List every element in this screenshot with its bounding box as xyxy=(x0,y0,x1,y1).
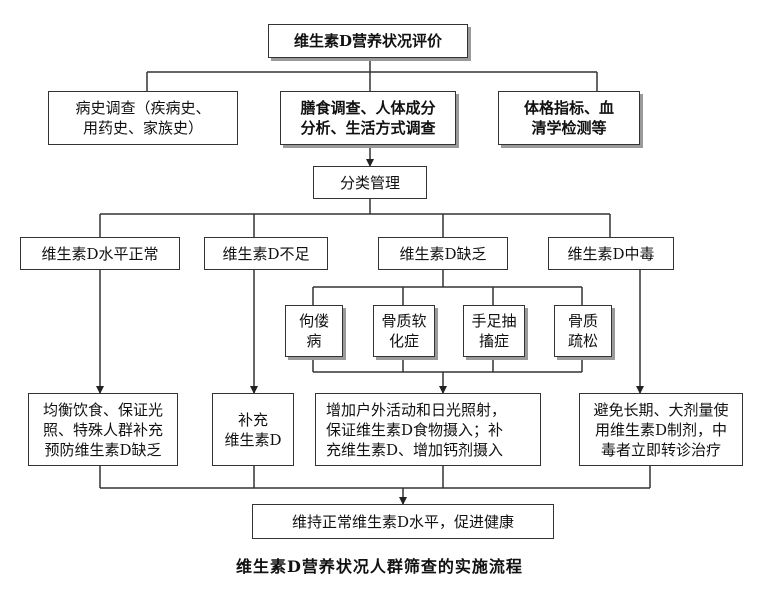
tetany-box: 手足抽 搐症 xyxy=(463,305,525,357)
action-toxicity-box: 避免长期、大剂量使 用维生素D制剂，中 毒者立即转诊治疗 xyxy=(579,393,743,466)
category-insufficient-box: 维生素D不足 xyxy=(204,237,328,270)
action-deficiency-box: 增加户外活动和日光照射， 保证维生素D食物摄入；补 充维生素D、增加钙剂摄入 xyxy=(315,393,541,466)
physical-exam-box: 体格指标、血 清学检测等 xyxy=(498,91,640,145)
final-goal-box: 维持正常维生素D水平，促进健康 xyxy=(252,504,554,539)
action-insufficient-box: 补充 维生素D xyxy=(212,393,294,466)
figure-caption: 维生素D营养状况人群筛查的实施流程 xyxy=(236,557,523,576)
action-normal-box: 均衡饮食、保证光 照、特殊人群补充 预防维生素D缺乏 xyxy=(28,393,178,466)
osteoporosis-box: 骨质 疏松 xyxy=(554,305,612,357)
rickets-box: 佝偻 病 xyxy=(285,305,343,357)
history-survey-box: 病史调查（疾病史、 用药史、家族史） xyxy=(48,91,238,145)
classification-box: 分类管理 xyxy=(313,166,427,199)
category-normal-box: 维生素D水平正常 xyxy=(20,237,180,270)
diet-survey-box: 膳食调查、人体成分 分析、生活方式调查 xyxy=(280,91,456,145)
category-deficiency-box: 维生素D缺乏 xyxy=(378,237,508,270)
title-box: 维生素D营养状况评价 xyxy=(268,24,468,58)
osteomalacia-box: 骨质软 化症 xyxy=(373,305,435,357)
category-toxicity-box: 维生素D中毒 xyxy=(548,237,674,270)
